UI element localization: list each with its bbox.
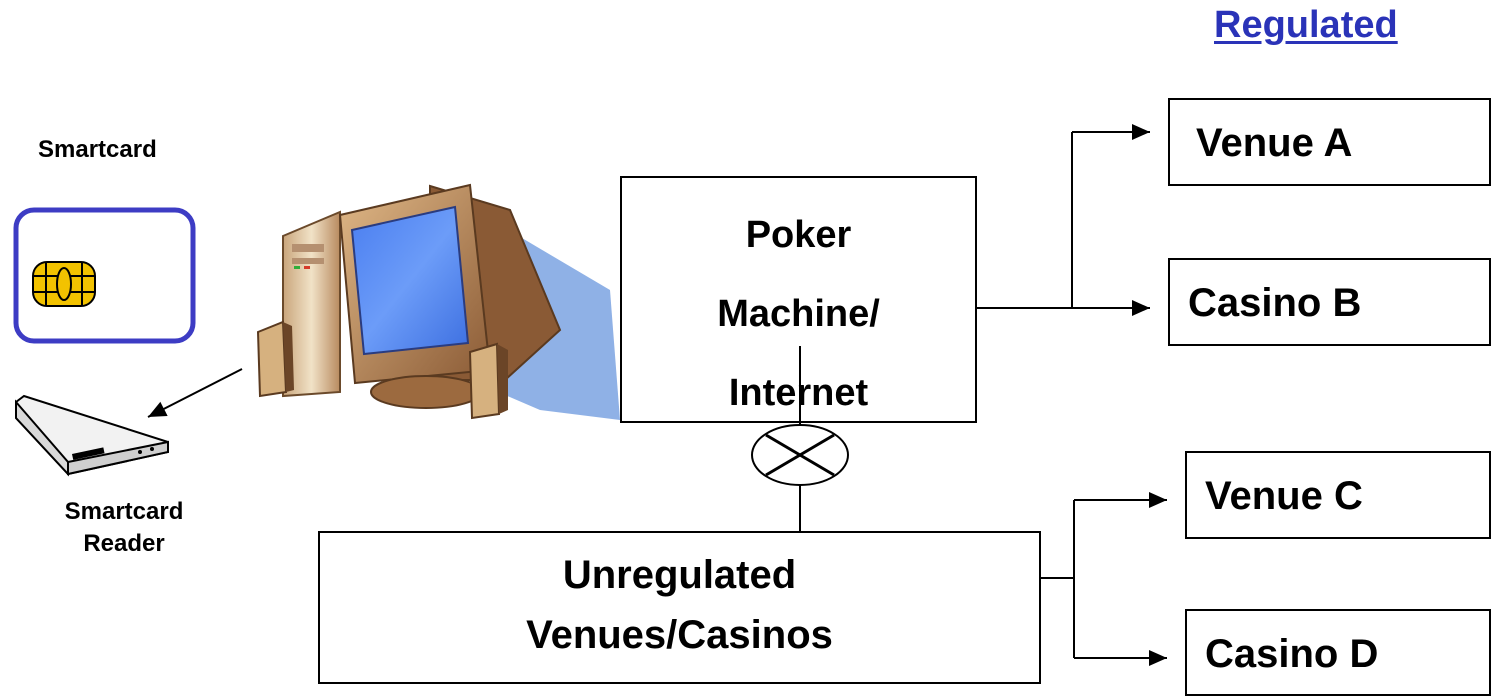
casino-b-box <box>1168 258 1491 346</box>
unregulated-box <box>318 531 1041 684</box>
poker-line2: Machine/ <box>717 293 880 335</box>
casino-b-label: Casino B <box>1188 281 1362 325</box>
poker-machine-label: Poker Machine/ Internet <box>620 196 977 433</box>
smartcard-chip-icon <box>32 261 96 307</box>
poker-machine-box <box>620 176 977 423</box>
reader-label-line2: Reader <box>83 530 165 557</box>
unregulated-connectors <box>1041 492 1167 666</box>
regulated-connectors <box>977 124 1150 316</box>
casino-d-box <box>1185 609 1491 696</box>
reader-arrow <box>147 368 243 418</box>
venue-a-label: Venue A <box>1196 121 1353 165</box>
venue-c-label: Venue C <box>1205 474 1363 518</box>
smartcard-reader-label: Smartcard Reader <box>40 496 208 560</box>
poker-line3: Internet <box>728 372 869 414</box>
poker-line1: Poker <box>745 214 852 256</box>
unregulated-line1: Unregulated <box>562 553 797 597</box>
unregulated-line2: Venues/Casinos <box>526 613 833 657</box>
casino-d-label: Casino D <box>1205 632 1379 676</box>
venue-a-box <box>1168 98 1491 186</box>
venue-c-box <box>1185 451 1491 539</box>
regulated-heading: Regulated <box>1214 4 1398 46</box>
desktop-computer-icon <box>256 183 620 420</box>
unregulated-label: Unregulated Venues/Casinos <box>318 545 1041 665</box>
smartcard-label: Smartcard <box>38 136 157 163</box>
smartcard-icon <box>13 207 196 344</box>
smartcard-reader-icon <box>15 394 169 477</box>
reader-label-line1: Smartcard <box>64 498 184 525</box>
